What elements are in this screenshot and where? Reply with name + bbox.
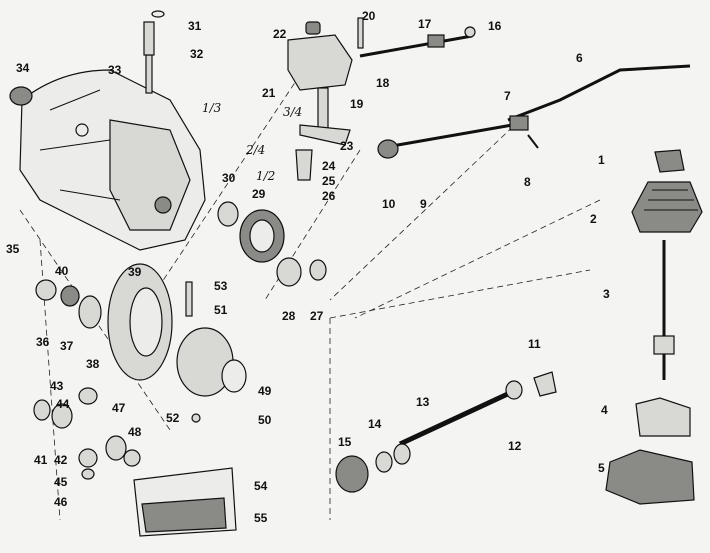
part-label-20: 20 (362, 9, 376, 23)
part-label-11: 11 (528, 337, 541, 351)
part-label-17: 17 (418, 17, 432, 31)
part-label-7: 7 (504, 89, 511, 103)
part-label-35: 35 (6, 242, 20, 256)
part-label-16: 16 (488, 19, 502, 33)
part-label-47: 47 (112, 401, 126, 415)
part-label-46: 46 (54, 495, 68, 509)
part-label-42: 42 (54, 453, 68, 467)
part-label-1: 1 (598, 153, 605, 167)
part-label-38: 38 (86, 357, 100, 371)
gear-annotation-2: 2/4 (245, 143, 265, 157)
part-label-5: 5 (598, 461, 605, 475)
part-label-12: 12 (508, 439, 522, 453)
shift-rod-9 (377, 115, 539, 159)
bearings-36-38 (35, 279, 193, 329)
part-label-32: 32 (190, 47, 204, 61)
gear-annotation-3: 1/2 (256, 169, 275, 183)
part-label-22: 22 (273, 27, 287, 41)
part-label-29: 29 (252, 187, 266, 201)
side-gears-41-48 (33, 387, 201, 480)
bracket-5 (605, 449, 695, 505)
part-label-28: 28 (282, 309, 296, 323)
bearing-29 (217, 201, 327, 287)
gear-knob-1 (654, 149, 685, 173)
part-label-24: 24 (322, 159, 336, 173)
part-label-10: 10 (382, 197, 396, 211)
lever-housing-4 (635, 397, 691, 437)
part-label-37: 37 (60, 339, 74, 353)
part-label-23: 23 (340, 139, 354, 153)
part-label-2: 2 (590, 212, 597, 226)
part-label-4: 4 (601, 403, 608, 417)
part-label-43: 43 (50, 379, 64, 393)
part-label-19: 19 (350, 97, 364, 111)
shaft-33 (143, 10, 165, 94)
part-label-44: 44 (56, 397, 70, 411)
crown-wheel-39 (107, 263, 173, 381)
part-label-39: 39 (128, 265, 142, 279)
part-label-18: 18 (376, 76, 390, 90)
shift-housing-21 (287, 21, 353, 181)
part-label-34: 34 (16, 61, 30, 75)
part-label-45: 45 (54, 475, 68, 489)
part-label-26: 26 (322, 189, 336, 203)
differential-49 (176, 327, 247, 397)
part-label-53: 53 (214, 279, 228, 293)
part-label-13: 13 (416, 395, 430, 409)
gearbox-housing (19, 69, 206, 251)
part-label-8: 8 (524, 175, 531, 189)
part-label-41: 41 (34, 453, 48, 467)
gear-annotation-1: 3/4 (283, 105, 302, 119)
part-label-55: 55 (254, 511, 268, 525)
part-label-25: 25 (322, 174, 336, 188)
part-label-36: 36 (36, 335, 50, 349)
part-label-48: 48 (128, 425, 142, 439)
part-label-49: 49 (258, 384, 272, 398)
part-label-52: 52 (166, 411, 180, 425)
part-label-27: 27 (310, 309, 324, 323)
oil-pan-54 (133, 467, 237, 537)
part-label-40: 40 (55, 264, 69, 278)
part-label-21: 21 (262, 86, 276, 100)
gear-lever-3 (653, 240, 675, 380)
shift-rod-18 (357, 17, 476, 58)
boot-2 (631, 181, 703, 233)
part-label-15: 15 (338, 435, 352, 449)
shift-rod-6 (507, 64, 691, 122)
part-label-50: 50 (258, 413, 272, 427)
driveshaft-13 (335, 371, 557, 493)
part-label-3: 3 (603, 287, 610, 301)
part-label-54: 54 (254, 479, 268, 493)
part-label-9: 9 (420, 197, 427, 211)
part-label-51: 51 (214, 303, 228, 317)
seal-34 (9, 86, 33, 106)
part-label-30: 30 (222, 171, 236, 185)
part-label-31: 31 (188, 19, 202, 33)
part-label-33: 33 (108, 63, 122, 77)
gear-annotation-0: 1/3 (202, 101, 222, 115)
part-label-6: 6 (576, 51, 583, 65)
part-label-14: 14 (368, 417, 382, 431)
